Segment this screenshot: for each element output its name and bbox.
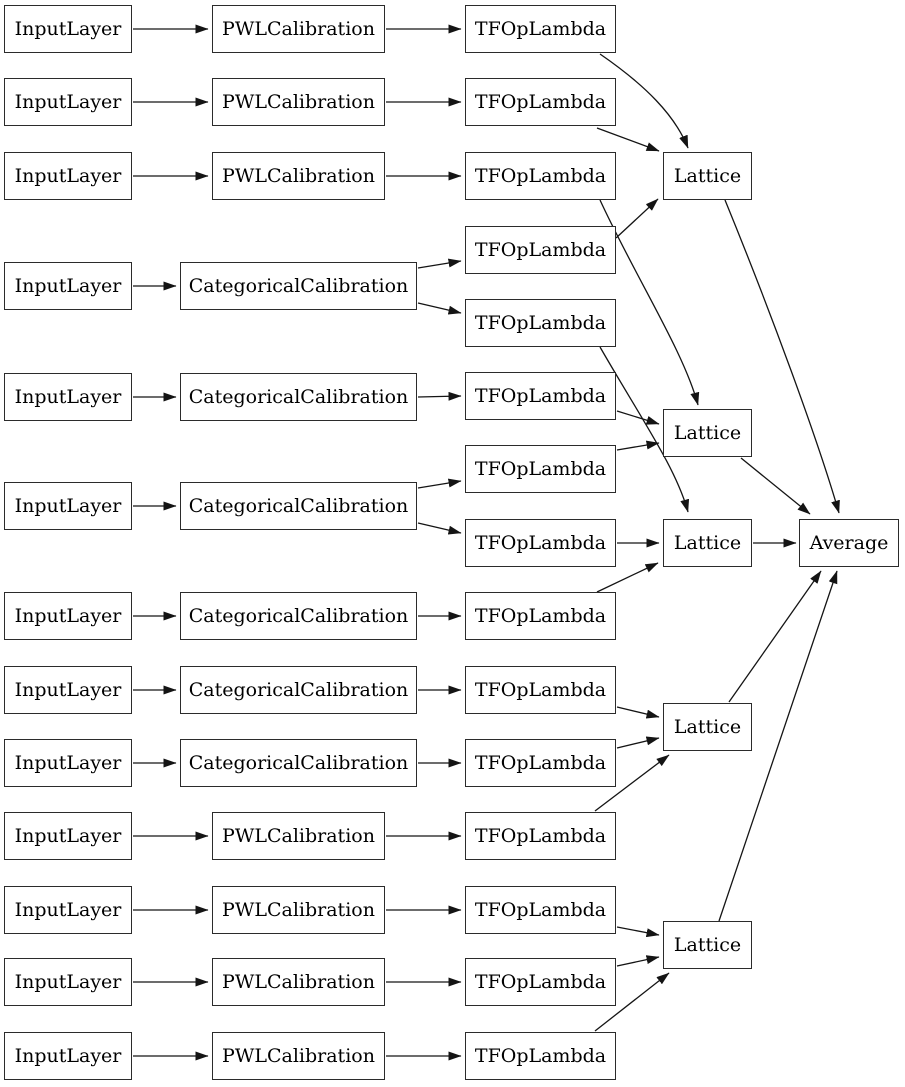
edge-cat3-lambda7 <box>417 478 462 489</box>
edge-lattice1-average <box>724 199 840 514</box>
edge-lambda15-lattice5 <box>594 972 670 1032</box>
node-pwl-calibration-4: PWLCalibration <box>212 812 385 860</box>
node-input-layer-10: InputLayer <box>4 812 132 860</box>
node-input-layer-11: InputLayer <box>4 886 132 934</box>
edge-lambda13-lattice5 <box>616 926 660 938</box>
node-pwl-calibration-7: PWLCalibration <box>212 1032 385 1080</box>
edge-lambda10-lattice4 <box>616 706 660 719</box>
node-input-layer-8: InputLayer <box>4 666 132 714</box>
node-categorical-calibration-3: CategoricalCalibration <box>180 482 417 530</box>
edge-lambda12-lattice4 <box>594 754 670 812</box>
node-tf-op-lambda-1: TFOpLambda <box>465 5 616 53</box>
edge-lambda5-lattice3 <box>599 346 690 513</box>
node-average: Average <box>799 519 899 567</box>
edge-lambda7-lattice2 <box>616 440 660 451</box>
node-input-layer-2: InputLayer <box>4 78 132 126</box>
node-categorical-calibration-4: CategoricalCalibration <box>180 592 417 640</box>
node-input-layer-6: InputLayer <box>4 482 132 530</box>
node-pwl-calibration-1: PWLCalibration <box>212 5 385 53</box>
node-tf-op-lambda-14: TFOpLambda <box>465 958 616 1006</box>
node-tf-op-lambda-11: TFOpLambda <box>465 739 616 787</box>
node-tf-op-lambda-2: TFOpLambda <box>465 78 616 126</box>
edge-lambda4-lattice1 <box>615 198 659 239</box>
edge-cat1-lambda5 <box>417 302 462 315</box>
node-tf-op-lambda-8: TFOpLambda <box>465 519 616 567</box>
node-tf-op-lambda-10: TFOpLambda <box>465 666 616 714</box>
node-categorical-calibration-1: CategoricalCalibration <box>180 262 417 310</box>
node-input-layer-4: InputLayer <box>4 262 132 310</box>
node-tf-op-lambda-5: TFOpLambda <box>465 299 616 347</box>
edge-lattice2-average <box>740 457 811 515</box>
edge-lambda1-lattice1 <box>599 53 689 149</box>
node-lattice-3: Lattice <box>663 519 752 567</box>
node-pwl-calibration-3: PWLCalibration <box>212 152 385 200</box>
node-tf-op-lambda-6: TFOpLambda <box>465 372 616 420</box>
node-lattice-2: Lattice <box>663 409 752 457</box>
node-input-layer-5: InputLayer <box>4 373 132 421</box>
node-categorical-calibration-2: CategoricalCalibration <box>180 373 417 421</box>
node-pwl-calibration-2: PWLCalibration <box>212 78 385 126</box>
node-input-layer-12: InputLayer <box>4 958 132 1006</box>
node-tf-op-lambda-4: TFOpLambda <box>465 226 616 274</box>
node-categorical-calibration-5: CategoricalCalibration <box>180 666 417 714</box>
edge-lambda14-lattice5 <box>616 955 660 967</box>
edge-lambda2-lattice1 <box>596 127 660 152</box>
node-input-layer-13: InputLayer <box>4 1032 132 1080</box>
edge-cat1-lambda4 <box>417 258 462 269</box>
node-categorical-calibration-6: CategoricalCalibration <box>180 739 417 787</box>
edge-lattice4-average <box>728 570 822 703</box>
node-input-layer-1: InputLayer <box>4 5 132 53</box>
node-input-layer-9: InputLayer <box>4 739 132 787</box>
edge-lattice5-average <box>718 570 838 922</box>
edge-lambda9-lattice3 <box>596 562 659 593</box>
node-input-layer-3: InputLayer <box>4 152 132 200</box>
edge-lambda11-lattice4 <box>616 736 660 749</box>
node-tf-op-lambda-7: TFOpLambda <box>465 445 616 493</box>
node-tf-op-lambda-13: TFOpLambda <box>465 886 616 934</box>
edge-cat3-lambda8 <box>417 522 462 535</box>
node-tf-op-lambda-15: TFOpLambda <box>465 1032 616 1080</box>
node-lattice-5: Lattice <box>663 921 752 969</box>
node-tf-op-lambda-3: TFOpLambda <box>465 152 616 200</box>
node-lattice-4: Lattice <box>663 703 752 751</box>
node-tf-op-lambda-9: TFOpLambda <box>465 592 616 640</box>
node-pwl-calibration-6: PWLCalibration <box>212 958 385 1006</box>
node-input-layer-7: InputLayer <box>4 592 132 640</box>
node-pwl-calibration-5: PWLCalibration <box>212 886 385 934</box>
node-tf-op-lambda-12: TFOpLambda <box>465 812 616 860</box>
node-lattice-1: Lattice <box>663 152 752 200</box>
edge-lambda6-lattice2 <box>616 410 660 425</box>
edge-cat2-lambda6 <box>417 391 462 401</box>
